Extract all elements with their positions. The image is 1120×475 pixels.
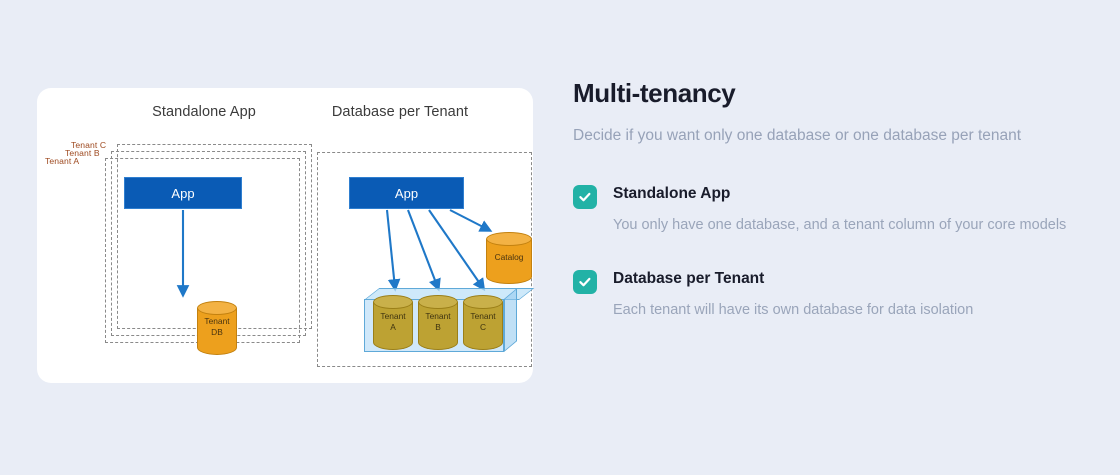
diagram-heading-database-per-tenant: Database per Tenant	[331, 104, 469, 120]
feature-item-database-per-tenant: Database per Tenant Each tenant will hav…	[573, 268, 1073, 323]
page-subtitle: Decide if you want only one database or …	[573, 127, 1022, 144]
feature-text: Standalone App You only have one databas…	[613, 183, 1066, 238]
app-box-standalone: App	[124, 177, 242, 209]
cylinder-tenant-db: Tenant DB	[197, 301, 237, 355]
feature-list: Standalone App You only have one databas…	[573, 183, 1073, 323]
cylinder-body	[418, 302, 458, 350]
tenant-frame-label-c: Tenant C	[71, 140, 107, 150]
cylinder-label-line1: Tenant	[380, 311, 406, 321]
cylinder-body	[197, 308, 237, 355]
feature-description: Each tenant will have its own database f…	[613, 302, 974, 318]
diagram-heading-standalone: Standalone App	[152, 104, 256, 120]
cylinder-top	[418, 295, 458, 309]
cylinder-label: Tenant A	[371, 311, 415, 333]
feature-title: Standalone App	[613, 185, 731, 202]
check-icon	[573, 270, 597, 294]
cylinder-tenant-a: Tenant A	[373, 295, 413, 350]
cylinder-top	[486, 232, 532, 246]
feature-description: You only have one database, and a tenant…	[613, 217, 1067, 233]
cylinder-label-line1: Tenant	[425, 311, 451, 321]
cylinder-catalog: Catalog	[486, 232, 532, 284]
cylinder-tenant-c: Tenant C	[463, 295, 503, 350]
cylinder-label: Catalog	[494, 252, 524, 262]
cylinder-top	[463, 295, 503, 309]
tenant-frame-label-b: Tenant B	[65, 148, 100, 158]
cylinder-body	[373, 302, 413, 350]
cylinder-tenant-b: Tenant B	[418, 295, 458, 350]
tenant-frame-label-a: Tenant A	[45, 156, 80, 166]
cylinder-label-line2: B	[435, 322, 441, 332]
cylinder-label-line2: A	[390, 322, 396, 332]
check-icon	[573, 185, 597, 209]
cylinder-label-line1: Tenant	[204, 316, 230, 326]
feature-item-standalone-app: Standalone App You only have one databas…	[573, 183, 1073, 238]
cylinder-label: Tenant C	[461, 311, 505, 333]
cylinder-label-line2: DB	[211, 327, 223, 337]
diagram-card: Standalone App Database per Tenant Tenan…	[37, 88, 535, 383]
page-title: Multi-tenancy	[573, 78, 736, 108]
cylinder-body	[463, 302, 503, 350]
feature-text: Database per Tenant Each tenant will hav…	[613, 268, 973, 323]
cylinder-top	[373, 295, 413, 309]
content-panel: Multi-tenancy Decide if you want only on…	[573, 76, 1073, 323]
cylinder-label-line1: Tenant	[470, 311, 496, 321]
box-side-face	[504, 288, 517, 352]
cylinder-label: Tenant DB	[197, 316, 237, 338]
app-box-database-per-tenant: App	[349, 177, 464, 209]
cylinder-label: Tenant B	[416, 311, 460, 333]
feature-title: Database per Tenant	[613, 270, 765, 287]
cylinder-label-line2: C	[479, 322, 487, 332]
cylinder-body	[486, 239, 532, 284]
cylinder-top	[197, 301, 237, 315]
